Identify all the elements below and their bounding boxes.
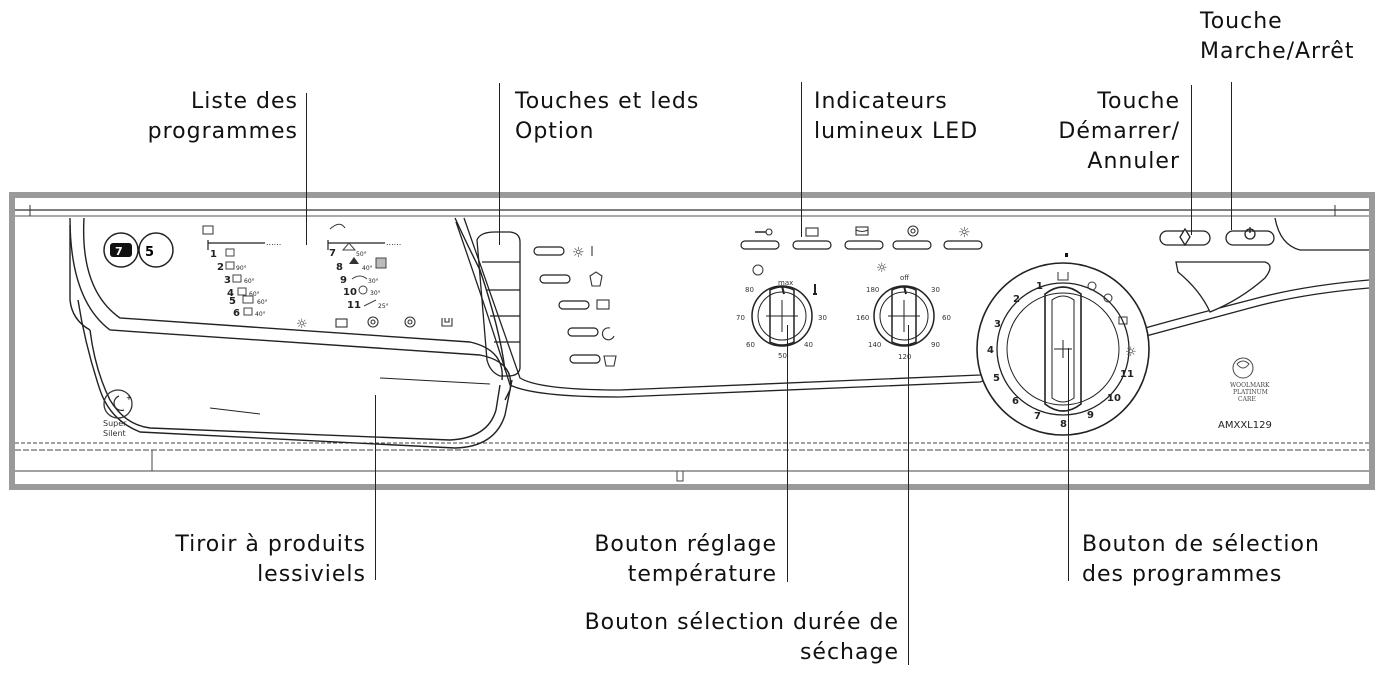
svg-text:3: 3 — [224, 275, 231, 286]
badge-dry-capacity: 5 — [145, 245, 154, 260]
svg-text:8: 8 — [1060, 419, 1067, 430]
option-buttons-block — [476, 231, 521, 377]
badge-wash-capacity: 7 — [115, 245, 123, 258]
leader-program-list — [306, 93, 308, 245]
label-option-buttons: Touches et leds Option — [515, 89, 700, 144]
model-number: AMXXL129 — [1218, 420, 1272, 431]
label-program-knob: Bouton de sélection des programmes — [1082, 532, 1320, 587]
svg-text:120: 120 — [898, 353, 911, 361]
svg-text:10: 10 — [343, 287, 357, 298]
svg-text:8: 8 — [336, 262, 343, 273]
svg-text:60: 60 — [746, 341, 755, 349]
svg-text:30: 30 — [818, 314, 827, 322]
svg-text:off: off — [900, 274, 909, 282]
label-start-cancel: Touche Démarrer/ Annuler — [1058, 89, 1180, 174]
svg-text:4: 4 — [227, 288, 234, 299]
svg-text:☼: ☼ — [572, 245, 585, 261]
svg-text:80: 80 — [745, 286, 754, 294]
label-drying-knob: Bouton sélection durée de séchage — [584, 610, 899, 665]
svg-text:11: 11 — [347, 300, 361, 311]
svg-text:WOOLMARK: WOOLMARK — [1230, 382, 1270, 389]
super-silent-logo: + Super Silent — [103, 389, 133, 438]
svg-text:25°: 25° — [378, 303, 389, 310]
led-indicator-icons: ☼ — [755, 225, 971, 241]
leader-option-buttons — [499, 83, 501, 245]
label-on-off: Touche Marche/Arrêt — [1200, 9, 1355, 64]
woolmark-logo: WOOLMARK PLATINUM CARE — [1230, 357, 1270, 403]
option-leds — [533, 246, 601, 364]
svg-text:90°: 90° — [236, 265, 247, 272]
svg-text:4: 4 — [987, 345, 994, 356]
svg-text:30: 30 — [931, 286, 940, 294]
svg-text:160: 160 — [856, 314, 869, 322]
svg-text:......: ...... — [386, 238, 401, 247]
svg-text:5: 5 — [229, 296, 236, 307]
label-led-indicators: Indicateurs lumineux LED — [814, 89, 979, 144]
svg-text:Silent: Silent — [103, 429, 126, 438]
svg-text:1: 1 — [210, 249, 217, 260]
svg-text:30°: 30° — [370, 290, 381, 297]
svg-text:11: 11 — [1120, 369, 1134, 380]
svg-text:9: 9 — [1087, 410, 1094, 421]
svg-text:6: 6 — [233, 308, 240, 319]
svg-text:max: max — [778, 279, 793, 287]
svg-text:1: 1 — [1036, 281, 1043, 292]
label-temperature-knob: Bouton réglage température — [594, 532, 777, 587]
svg-text:CARE: CARE — [1238, 396, 1256, 403]
svg-text:3: 3 — [994, 319, 1001, 330]
svg-text:40°: 40° — [255, 311, 266, 318]
led-indicator-row — [740, 240, 983, 250]
svg-text:60°: 60° — [249, 291, 260, 298]
leader-start-cancel — [1191, 85, 1193, 235]
svg-text:☼: ☼ — [296, 317, 308, 332]
leader-program-knob — [1068, 348, 1070, 581]
svg-text:7: 7 — [329, 248, 336, 259]
svg-text:40°: 40° — [362, 265, 373, 272]
leader-detergent-drawer — [375, 395, 377, 580]
svg-text:☼: ☼ — [1125, 345, 1137, 360]
program-dial-drawing: 1 2 3 4 5 6 7 8 9 10 11 ☼ — [976, 253, 1150, 436]
svg-text:☼: ☼ — [876, 261, 888, 276]
program-list-right: ...... 7 50° 8 40° 9 30° 10 30° 11 25° — [327, 223, 401, 311]
start-cancel-drawing — [1159, 227, 1275, 313]
svg-text:180: 180 — [866, 286, 879, 294]
svg-text:☼: ☼ — [958, 225, 971, 241]
label-detergent-drawer: Tiroir à produits lessiviels — [175, 532, 366, 587]
svg-text:PLATINUM: PLATINUM — [1233, 389, 1268, 396]
svg-text:......: ...... — [266, 238, 281, 247]
svg-text:60: 60 — [942, 314, 951, 322]
detergent-drawer — [69, 217, 513, 449]
svg-text:Super: Super — [103, 419, 127, 428]
svg-text:60°: 60° — [257, 299, 268, 306]
program-list-left: ...... 1 2 90° 3 60° 4 60° 5 60° 6 40° — [202, 225, 281, 319]
temperature-knob-drawing: max 30 40 50 60 70 80 — [736, 264, 827, 360]
svg-text:2: 2 — [1013, 294, 1020, 305]
drying-knob-drawing: off 30 60 90 120 140 160 180 ☼ — [856, 261, 951, 361]
svg-text:2: 2 — [217, 262, 224, 273]
svg-text:9: 9 — [340, 275, 347, 286]
svg-text:70: 70 — [736, 314, 745, 322]
svg-text:40: 40 — [804, 341, 813, 349]
svg-text:6: 6 — [1012, 396, 1019, 407]
svg-text:140: 140 — [868, 341, 881, 349]
svg-text:+: + — [126, 394, 132, 402]
svg-text:10: 10 — [1107, 393, 1121, 404]
svg-text:7: 7 — [1034, 411, 1041, 422]
svg-text:90: 90 — [931, 341, 940, 349]
leader-drying-knob — [908, 325, 910, 665]
capacity-badges: 5 7 — [103, 232, 174, 268]
svg-text:50°: 50° — [356, 251, 367, 258]
leader-temperature-knob — [787, 325, 789, 582]
leader-on-off — [1231, 82, 1233, 230]
svg-text:5: 5 — [993, 373, 1000, 384]
svg-text:60°: 60° — [244, 278, 255, 285]
svg-text:30°: 30° — [368, 278, 379, 285]
program-phase-symbols: ☼ — [296, 316, 453, 332]
leader-led-indicators — [801, 82, 803, 237]
option-icons: ☼ — [572, 245, 617, 367]
svg-text:50: 50 — [778, 352, 787, 360]
label-program-list: Liste des programmes — [147, 89, 298, 144]
